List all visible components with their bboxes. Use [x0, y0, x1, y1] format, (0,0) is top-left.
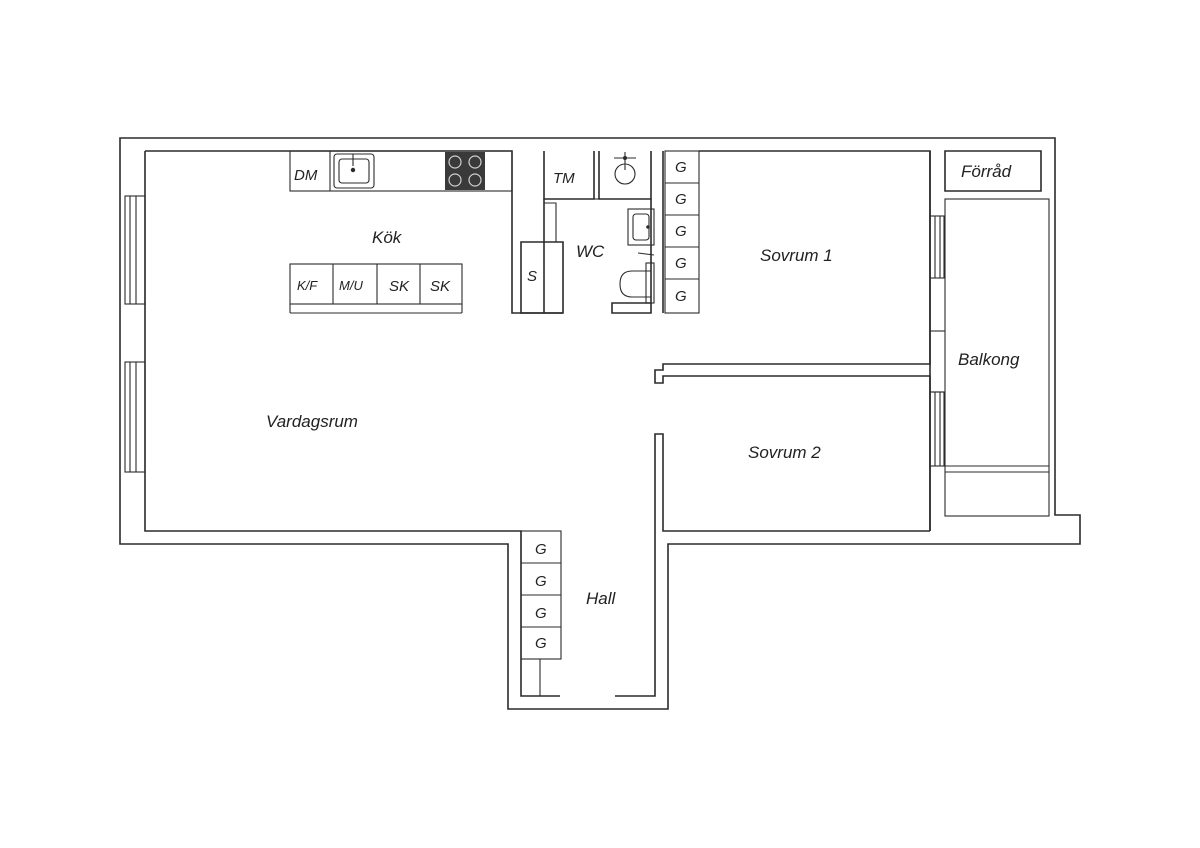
- room-label-sovrum2: Sovrum 2: [748, 443, 821, 462]
- island-sk1-label: SK: [389, 278, 410, 295]
- stove-icon: [445, 152, 485, 190]
- room-label-vardagsrum: Vardagsrum: [266, 412, 358, 431]
- sink-icon: [333, 153, 375, 189]
- kitchen-island: K/F M/U SK SK: [289, 263, 463, 314]
- wardrobe-g-1: G: [675, 159, 687, 176]
- wardrobe-g-2: G: [675, 191, 687, 208]
- wardrobe-g-5: G: [675, 288, 687, 305]
- storage-forrad: [944, 150, 1042, 192]
- room-label-balkong: Balkong: [958, 350, 1020, 369]
- kitchen-counter: DM: [289, 150, 513, 192]
- island-kf-label: K/F: [297, 278, 318, 293]
- wardrobe-hall: G G G G: [520, 530, 562, 696]
- room-label-sovrum1: Sovrum 1: [760, 246, 833, 265]
- room-label-hall: Hall: [586, 589, 617, 608]
- hall-g-3: G: [535, 605, 547, 622]
- outer-walls: [119, 137, 1081, 710]
- wc-area: S TM: [520, 151, 655, 314]
- left-windows: [124, 195, 146, 473]
- hall-g-2: G: [535, 573, 547, 590]
- wardrobe-sovrum1: G G G G G: [662, 150, 700, 314]
- room-label-kok: Kök: [372, 228, 403, 247]
- wardrobe-g-3: G: [675, 223, 687, 240]
- hall-g-4: G: [535, 635, 547, 652]
- room-label-forrad: Förråd: [961, 162, 1012, 181]
- room-label-wc: WC: [576, 242, 605, 261]
- dishwasher-label: DM: [294, 167, 318, 184]
- washbasin-icon: [627, 208, 655, 246]
- toilet-icon: [619, 262, 655, 304]
- island-mu-label: M/U: [339, 278, 363, 293]
- hall-g-1: G: [535, 541, 547, 558]
- shower-icon: [614, 152, 636, 185]
- storage-s-label: S: [527, 268, 537, 285]
- sovrum1-walls: [654, 150, 931, 531]
- balcony: [930, 198, 1050, 517]
- island-sk2-label: SK: [430, 278, 451, 295]
- wardrobe-g-4: G: [675, 255, 687, 272]
- washer-tm-label: TM: [553, 170, 575, 187]
- right-windows: [929, 215, 945, 467]
